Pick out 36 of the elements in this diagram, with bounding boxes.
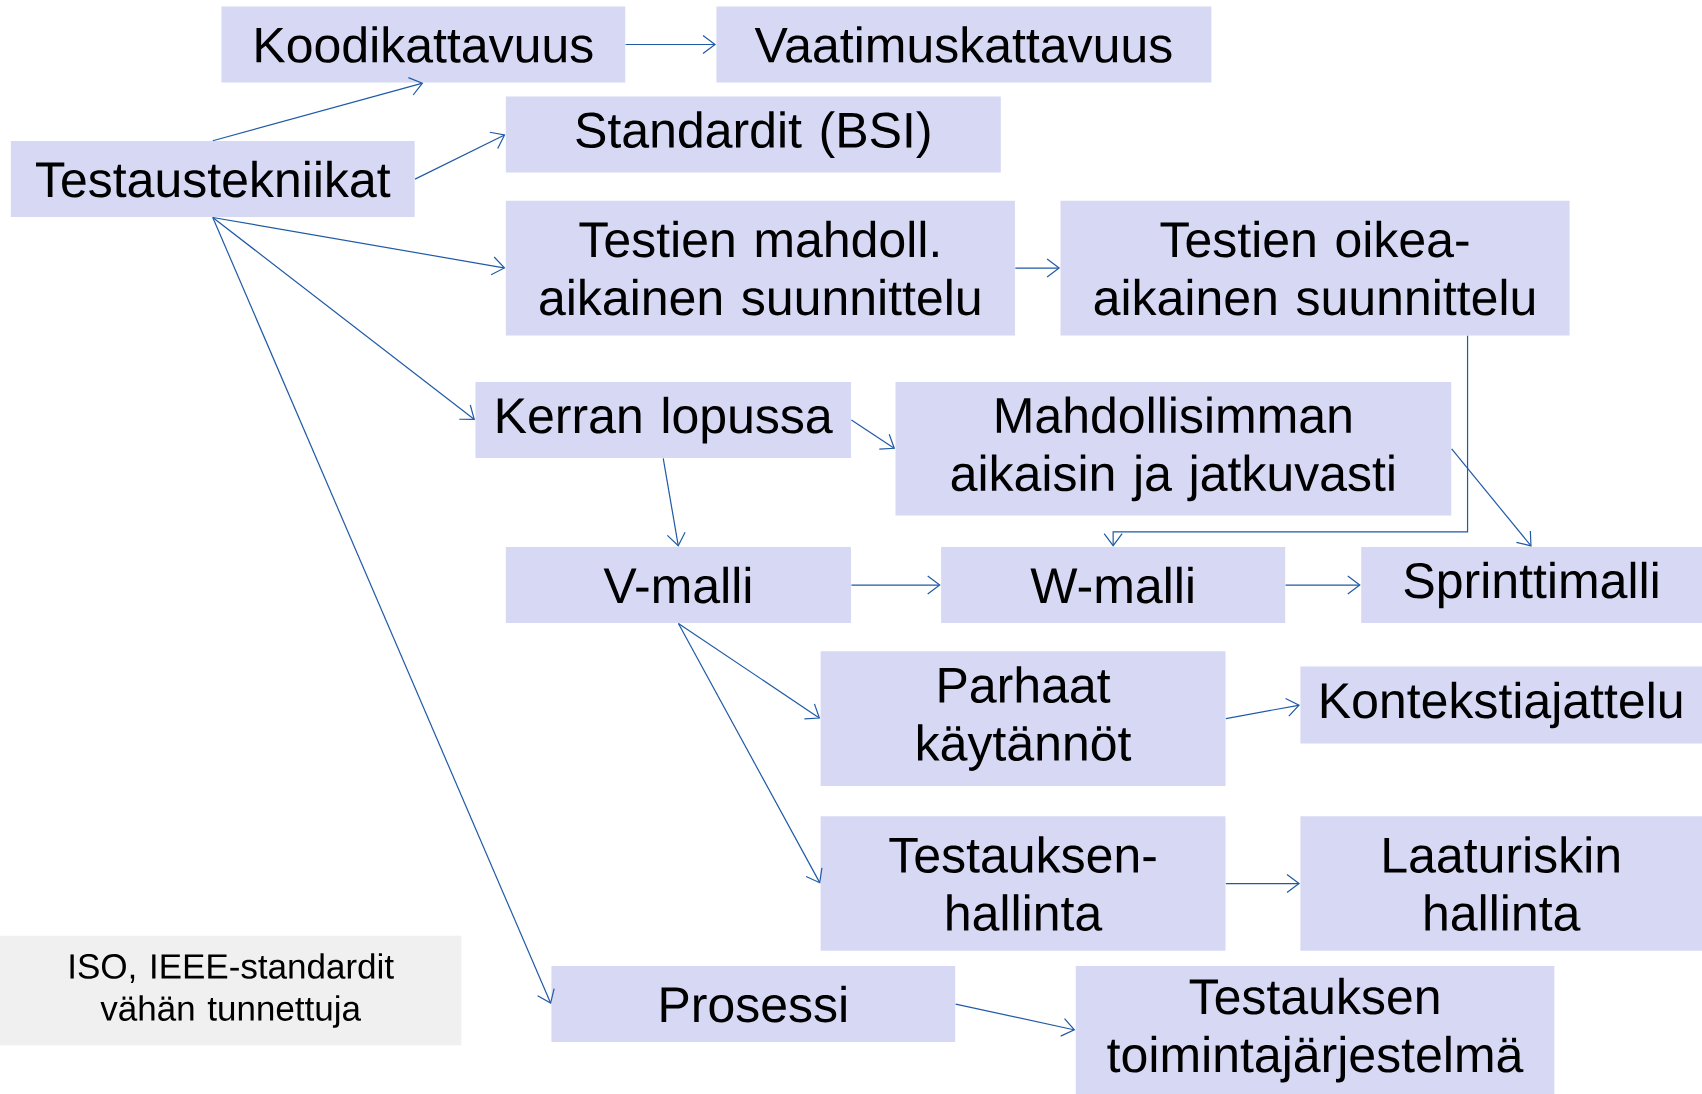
note-box: ISO, IEEE-standardit vähän tunnettuja xyxy=(0,935,462,1046)
text-box: Testaustekniikat xyxy=(10,141,415,218)
text-box: Kerran lopussa xyxy=(475,382,851,459)
text-box: V-malli xyxy=(505,547,851,624)
arrow xyxy=(1225,697,1300,720)
text-box: Testauksen toimintajärjestelmä xyxy=(1075,966,1555,1094)
text-box: Testauksen-hallinta xyxy=(820,816,1226,951)
text-box: Prosessi xyxy=(551,966,956,1043)
arrow xyxy=(677,622,821,720)
arrow xyxy=(1014,258,1061,278)
text-box: Testien oikea-aikainen suunnittelu xyxy=(1060,200,1570,336)
arrow xyxy=(850,575,941,595)
text-box: Vaatimuskattavuus xyxy=(716,6,1212,83)
arrow xyxy=(677,622,823,884)
arrow xyxy=(1285,575,1361,595)
arrow xyxy=(212,216,555,1005)
arrow xyxy=(212,216,506,276)
text-box: Sprinttimalli xyxy=(1361,547,1702,624)
arrow xyxy=(1225,873,1300,894)
arrow xyxy=(625,34,716,55)
arrow xyxy=(850,419,896,450)
arrow xyxy=(212,77,424,142)
text-box: Testien mahdoll. aikainen suunnittelu xyxy=(505,200,1015,336)
text-box: Mahdollisimman aikaisin ja jatkuvasti xyxy=(895,382,1452,516)
arrow xyxy=(1451,448,1532,547)
arrow xyxy=(662,457,686,547)
text-box: Kontekstiajattelu xyxy=(1300,666,1702,744)
text-box: Parhaat käytännöt xyxy=(820,651,1226,786)
arrow xyxy=(414,131,506,180)
text-box: W-malli xyxy=(941,547,1286,624)
arrow xyxy=(212,216,476,421)
text-box: Laaturiskin hallinta xyxy=(1300,816,1702,951)
arrow xyxy=(955,1003,1076,1037)
text-box: Standardit (BSI) xyxy=(505,96,1001,173)
arrow xyxy=(1103,335,1469,547)
text-box: Koodikattavuus xyxy=(221,6,626,83)
